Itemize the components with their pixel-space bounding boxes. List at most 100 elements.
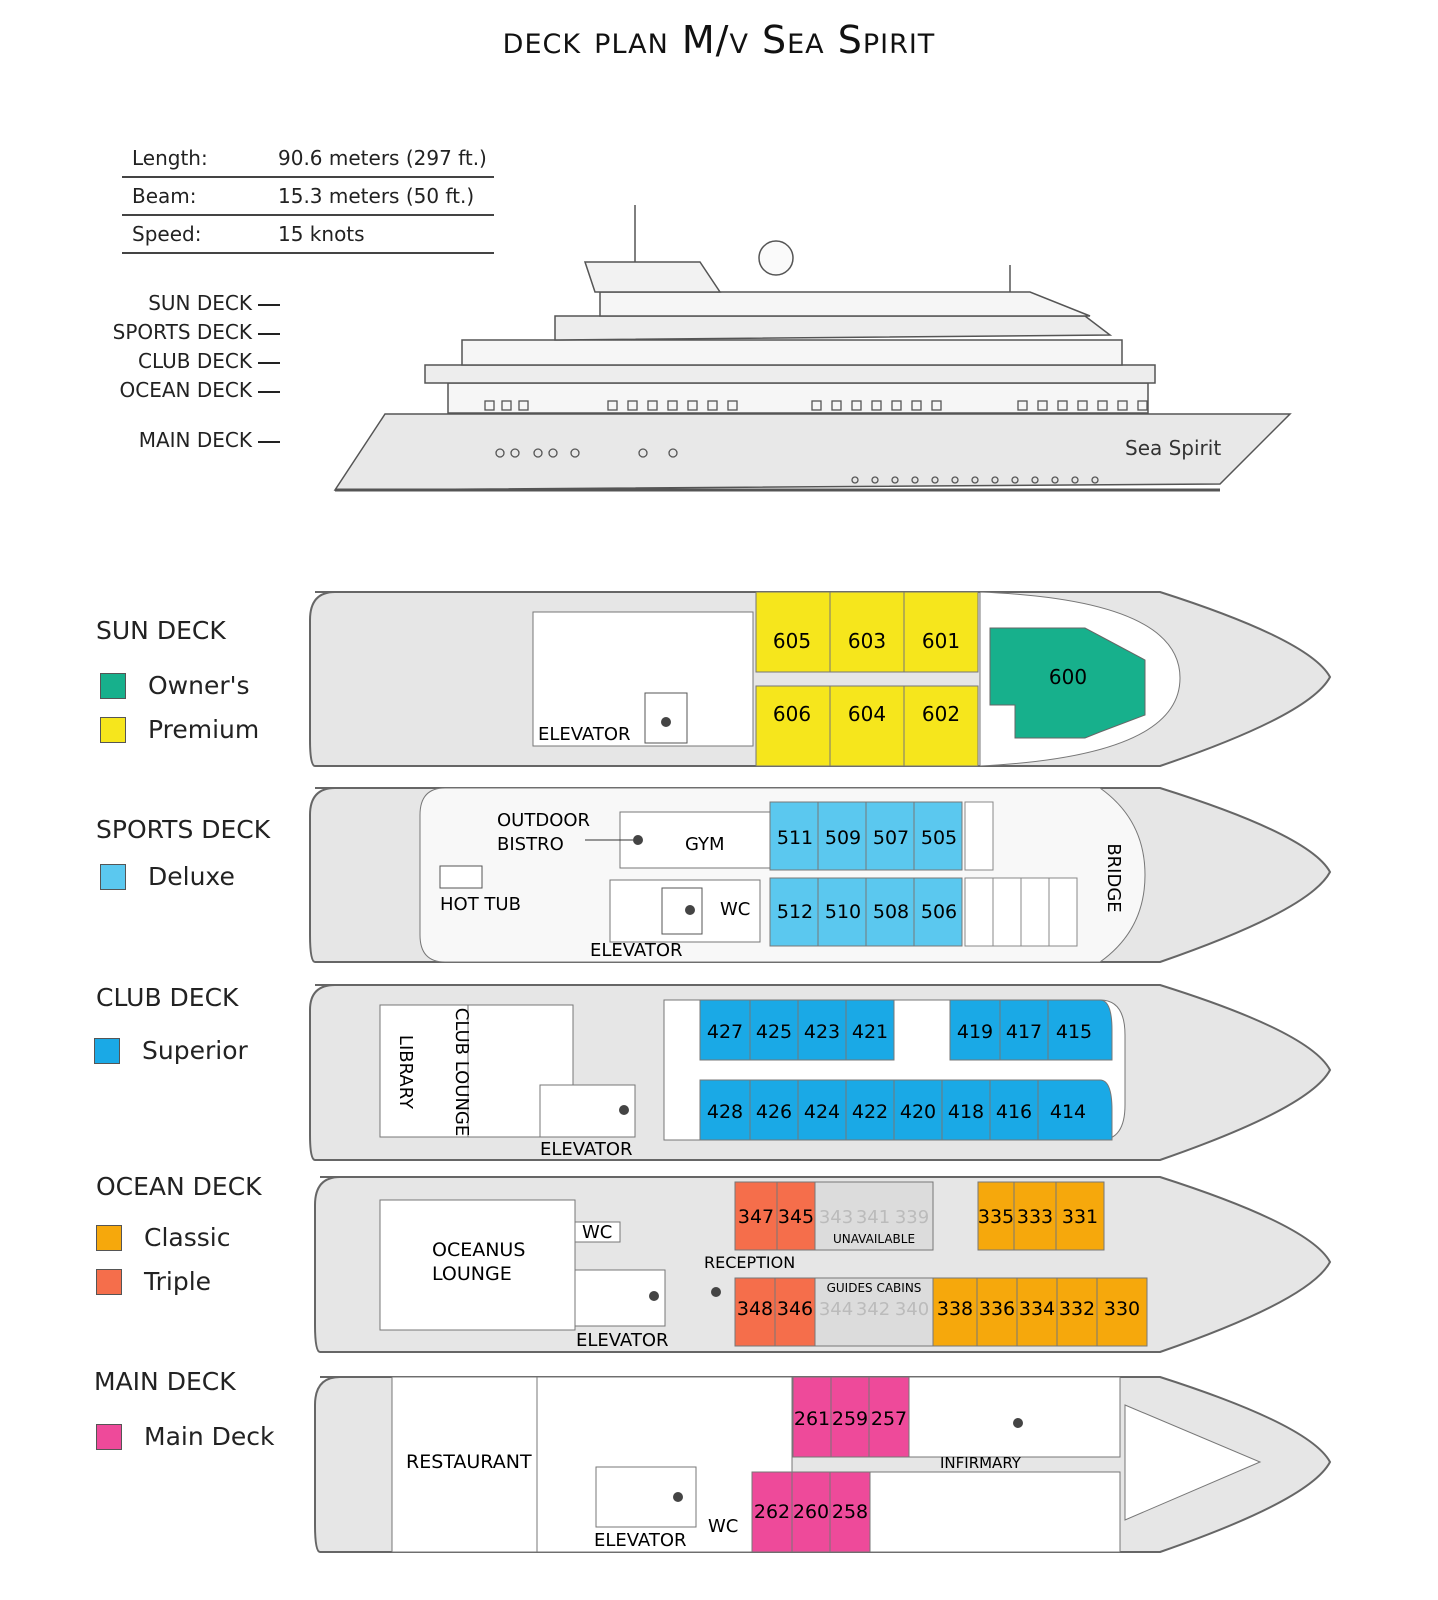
ship-name-on-hull: Sea Spirit [1125,436,1221,460]
spec-key: Length: [132,146,208,170]
cabin-505: 505 [921,827,957,849]
cabin-508: 508 [873,901,909,923]
label-unavailable: UNAVAILABLE [833,1232,915,1246]
legend-item-deluxe: Deluxe [100,862,235,891]
cabin-335: 335 [978,1206,1014,1228]
label-oceanus: OCEANUS [432,1239,525,1261]
label-bistro: BISTRO [497,834,564,855]
cabin-421: 421 [852,1021,888,1043]
hull-profile [333,413,1292,491]
legend-label: Classic [144,1223,231,1252]
spec-key: Speed: [132,222,202,246]
cabin-259: 259 [832,1408,868,1430]
label-restaurant: RESTAURANT [406,1451,532,1473]
label-club-lounge: CLUB LOUNGE [451,1008,472,1136]
spec-value: 90.6 meters (297 ft.) [278,146,487,170]
cabin-606: 606 [773,702,811,726]
club-deck-profile [461,339,1123,366]
legend-swatch [100,863,126,890]
cabin-506: 506 [921,901,957,923]
legend-title-sun-deck: SUN DECK [96,616,226,645]
cabin-258: 258 [832,1501,868,1523]
cabin-row-sun-bottom [755,685,979,767]
cabin-416: 416 [996,1101,1032,1123]
legend-title-sports-deck: SPORTS DECK [96,815,271,844]
profile-label-sports-deck: SPORTS DECK [113,320,280,344]
cabin-344: 344 [819,1299,853,1320]
cabin-333: 333 [1017,1206,1053,1228]
cabin-603: 603 [848,629,886,653]
label-lounge: LOUNGE [432,1263,512,1285]
legend-title-club-deck: CLUB DECK [96,983,239,1012]
legend-swatch [96,1268,122,1295]
cabin-row-main-top [792,1376,910,1458]
main-deck-plan: 261 259 257 262 260 258 RESTAURANT INFIR… [314,1376,1332,1553]
label-elevator-main: ELEVATOR [594,1530,687,1551]
label-wc-ocean: WC [582,1222,612,1243]
label-elevator-ocean: ELEVATOR [576,1330,669,1351]
cabin-422: 422 [852,1101,888,1123]
cabin-339: 339 [895,1207,929,1228]
cabin-512: 512 [777,901,813,923]
cabin-330: 330 [1104,1298,1140,1320]
radar-dome [758,240,794,276]
sports-deck-profile [554,315,1113,341]
sports-deck-plan: 511 509 507 505 512 510 508 506 OUTDOOR … [309,787,1332,963]
cabin-419: 419 [957,1021,993,1043]
page-title: deck plan M/v Sea Spirit [502,18,936,62]
cabin-345: 345 [778,1206,814,1228]
cabin-row-main-bottom [751,1471,871,1553]
cabin-row-ocean-top [734,1181,1105,1251]
legend-label: Deluxe [148,862,235,891]
legend-label: Superior [142,1036,248,1065]
spec-row-beam: Beam: 15.3 meters (50 ft.) [122,178,494,216]
legend-item-premium: Premium [100,715,259,744]
cabin-507: 507 [873,827,909,849]
legend-swatch [100,716,126,743]
cabin-418: 418 [948,1101,984,1123]
ship-specs-table: Length: 90.6 meters (297 ft.) Beam: 15.3… [122,140,494,254]
legend-label: Triple [144,1267,212,1296]
legend-item-classic: Classic [96,1223,230,1252]
ocean-deck-plan: 347 345 343 341 339 335 333 331 UNAVAILA… [314,1176,1332,1353]
legend-swatch [96,1224,122,1251]
legend-swatch [100,672,126,699]
cabin-426: 426 [756,1101,792,1123]
cabin-row-sports-top [769,801,963,871]
ship-profile [333,205,1292,492]
legend-label: Premium [148,715,260,744]
cabin-510: 510 [825,901,861,923]
label-elevator-sports: ELEVATOR [590,940,683,961]
club-deck-rail [424,364,1156,384]
cabin-row-ocean-bottom [734,1277,1148,1347]
cabin-511: 511 [777,827,813,849]
cabin-420: 420 [900,1101,936,1123]
label-library: LIBRARY [395,1035,416,1110]
legend-item-triple: Triple [96,1267,211,1296]
cabin-346: 346 [777,1298,813,1320]
cabin-427: 427 [707,1021,743,1043]
spec-value: 15.3 meters (50 ft.) [278,184,475,208]
legend-item-main-deck: Main Deck [96,1422,274,1451]
cabin-347: 347 [738,1206,774,1228]
cabin-257: 257 [871,1408,907,1430]
profile-label-main-deck: MAIN DECK [139,428,280,452]
cabin-601: 601 [922,629,960,653]
cabin-348: 348 [737,1298,773,1320]
cabin-414: 414 [1050,1101,1086,1123]
legend-label: Owner's [148,671,250,700]
cabin-604: 604 [848,702,886,726]
cabin-row-club-top-b [949,999,1113,1061]
legend-title-ocean-deck: OCEAN DECK [96,1172,262,1201]
cabin-262: 262 [754,1501,790,1523]
cabin-260: 260 [793,1501,829,1523]
cabin-343: 343 [819,1207,853,1228]
cabin-417: 417 [1006,1021,1042,1043]
label-elevator-sun: ELEVATOR [538,724,631,745]
sun-deck-plan: 605 603 601 606 604 602 600 ELEVATOR [309,591,1332,767]
label-hot-tub: HOT TUB [440,894,521,915]
cabin-342: 342 [856,1299,890,1320]
cabin-row-sun-top [755,591,979,673]
cabin-424: 424 [804,1101,840,1123]
